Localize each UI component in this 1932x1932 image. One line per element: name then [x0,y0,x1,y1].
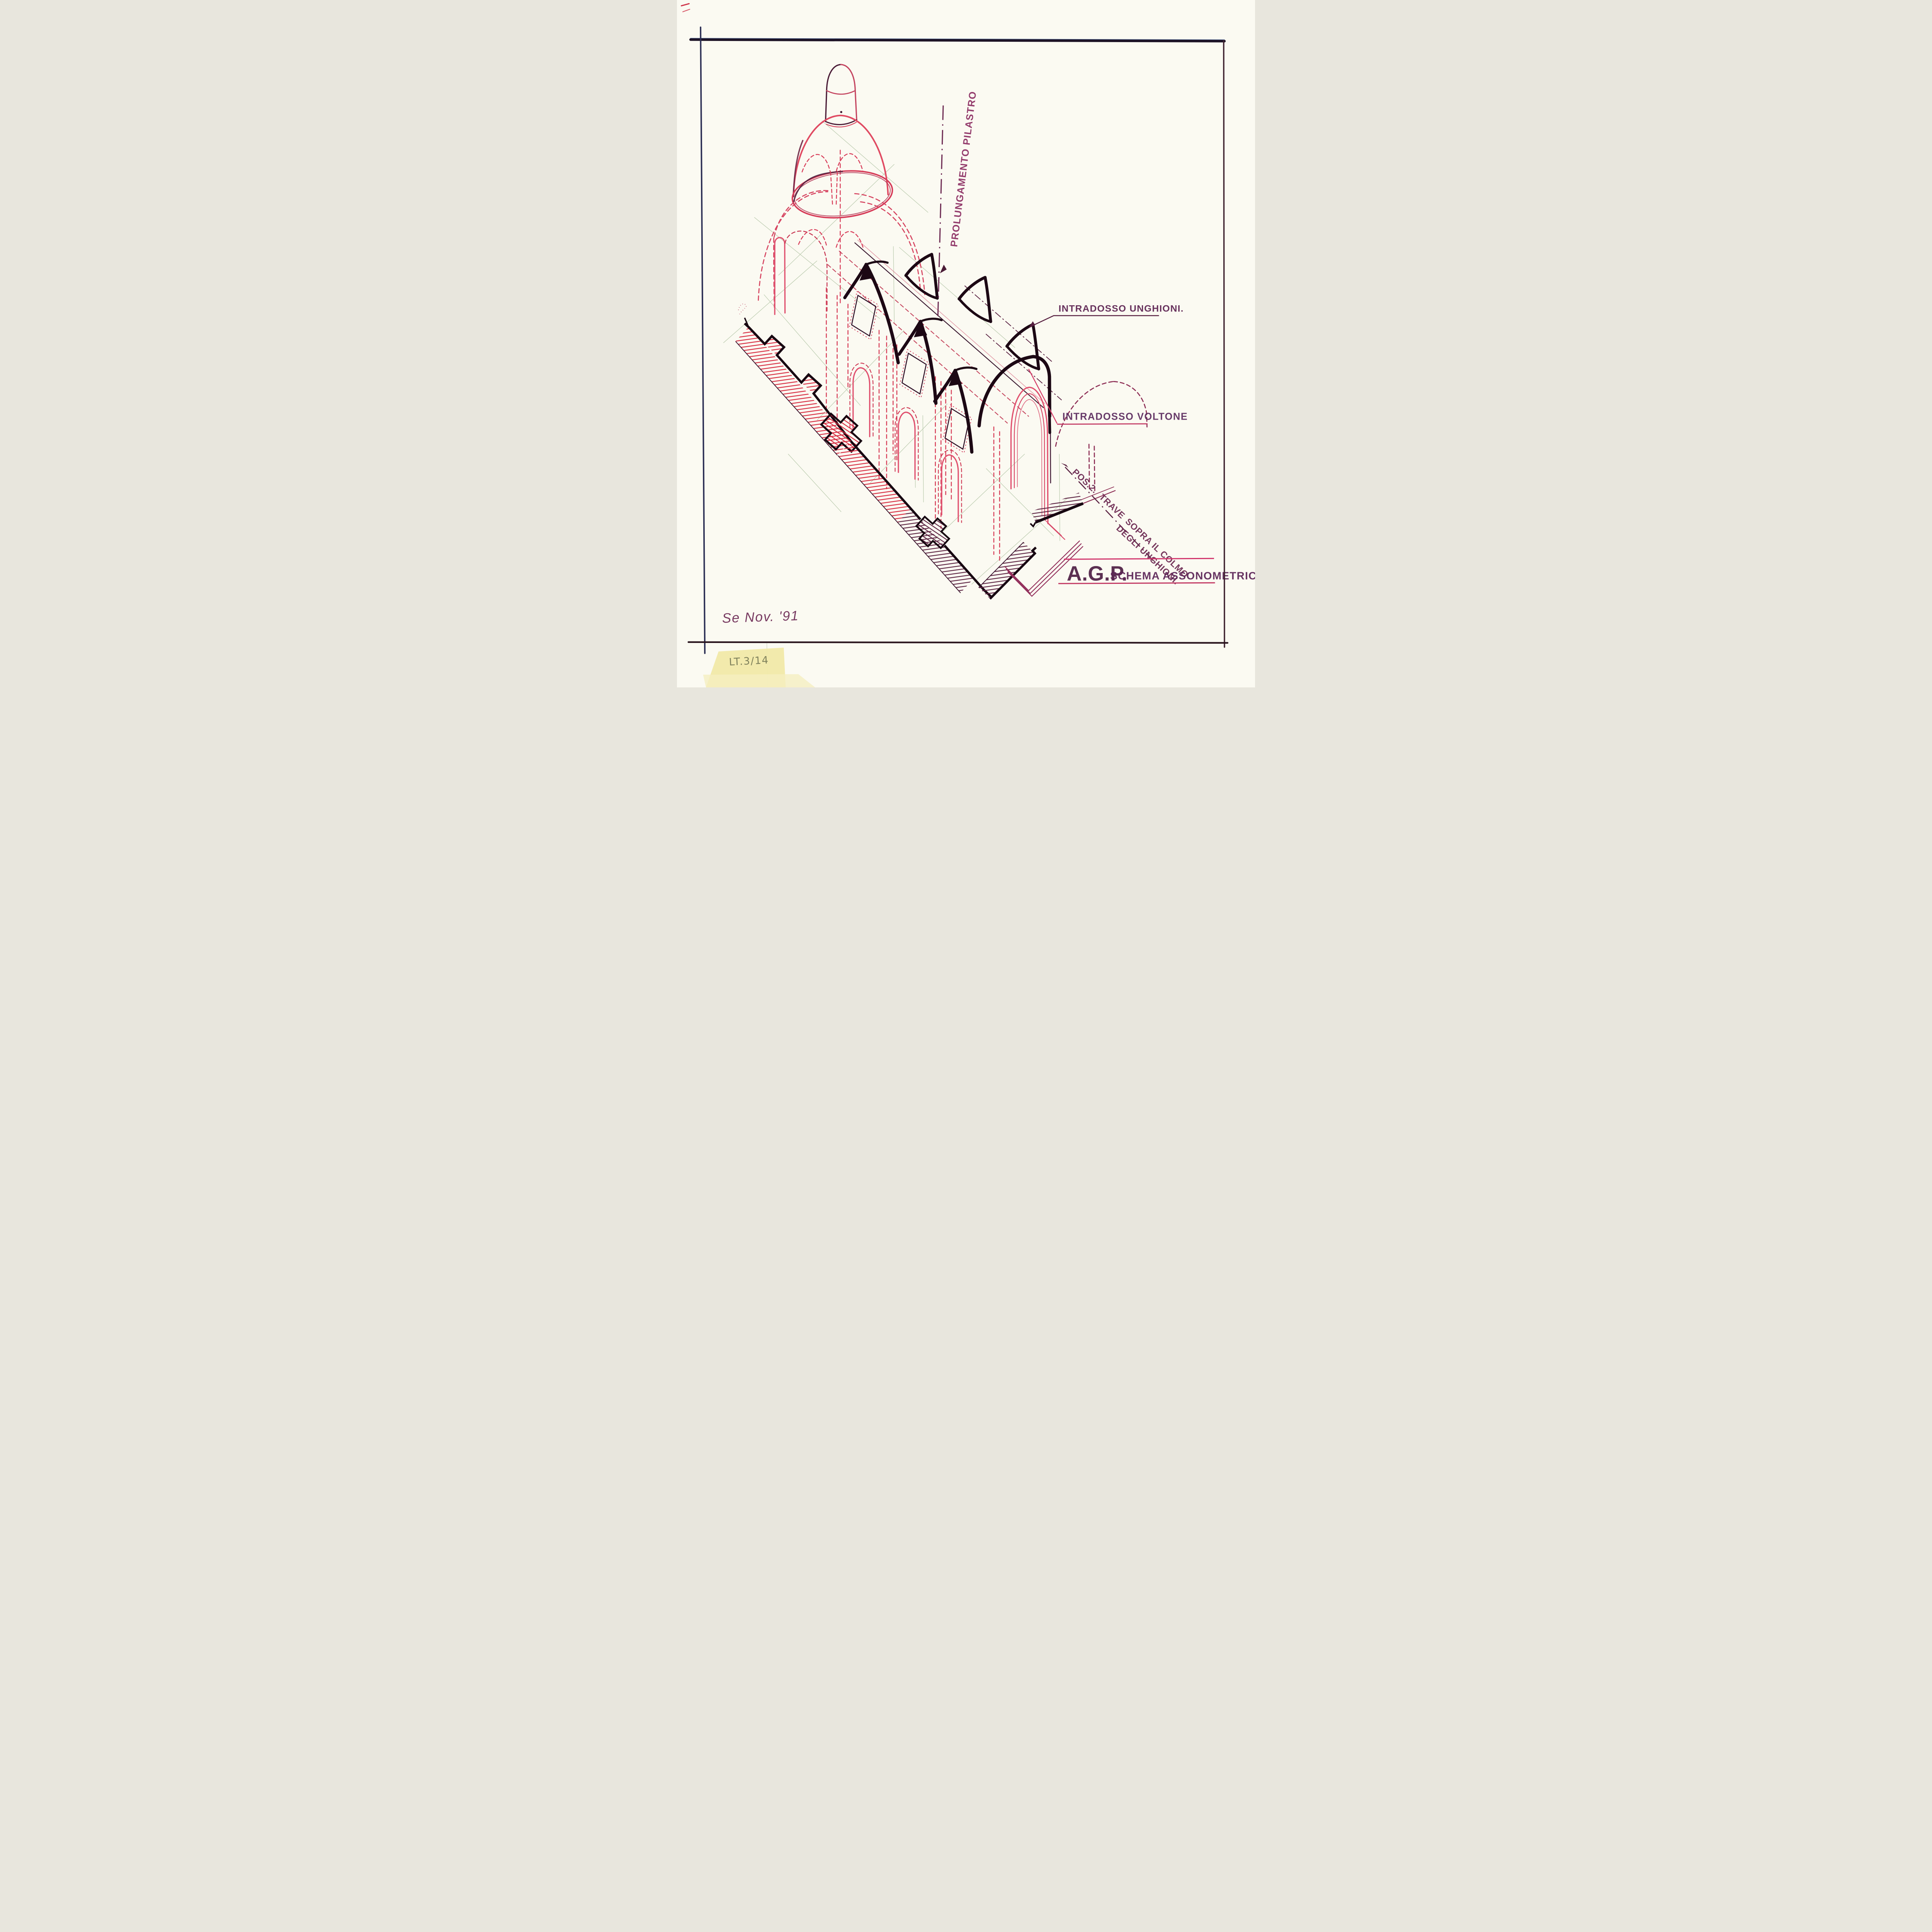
label-intradosso-unghioni: INTRADOSSO UNGHIONI. [1058,303,1184,314]
unghioni-arrowhead-icon [1028,321,1035,328]
voltone-leader-line [1028,369,1058,424]
frame-border [687,26,1229,654]
pilaster-axis-line [937,105,944,320]
unghioni-leader-line [1029,315,1159,328]
sticky-note-label: LT.3/14 [729,655,769,668]
title-initials: A.G.P. [1067,562,1128,585]
lantern-dot [840,111,842,113]
signature-date: Se Nov. '91 [722,608,799,626]
axonometric-drawing: PROLUNGAMENTO PILASTRO INTRADOSSO UNGHIO… [677,0,1255,687]
cut-walls-hatched [735,303,1116,600]
frame-border-left [700,26,706,654]
frame-border-top-blue-edge [690,38,1225,40]
frame-border-right [1223,40,1225,648]
title-text: SCHEMA ASSONOMETRICO - [1110,570,1255,582]
diamond-windows [849,291,972,454]
trave-axis-line [1065,466,1157,565]
frame-border-top [689,38,1226,43]
label-intradosso-voltone: INTRADOSSO VOLTONE [1062,411,1188,422]
arcade-arches [849,362,962,523]
sail-vaults [843,253,1051,454]
dome-lantern [758,64,925,308]
drawing-sheet: PROLUNGAMENTO PILASTRO INTRADOSSO UNGHIO… [677,0,1255,687]
frame-border-bottom [687,641,1229,644]
pilaster-axis-arrowhead-icon [940,264,947,274]
title-overline [1064,558,1214,560]
title-block: A.G.P. SCHEMA ASSONOMETRICO - [1058,558,1255,585]
sticky-note: LT.3/14 [703,648,815,687]
